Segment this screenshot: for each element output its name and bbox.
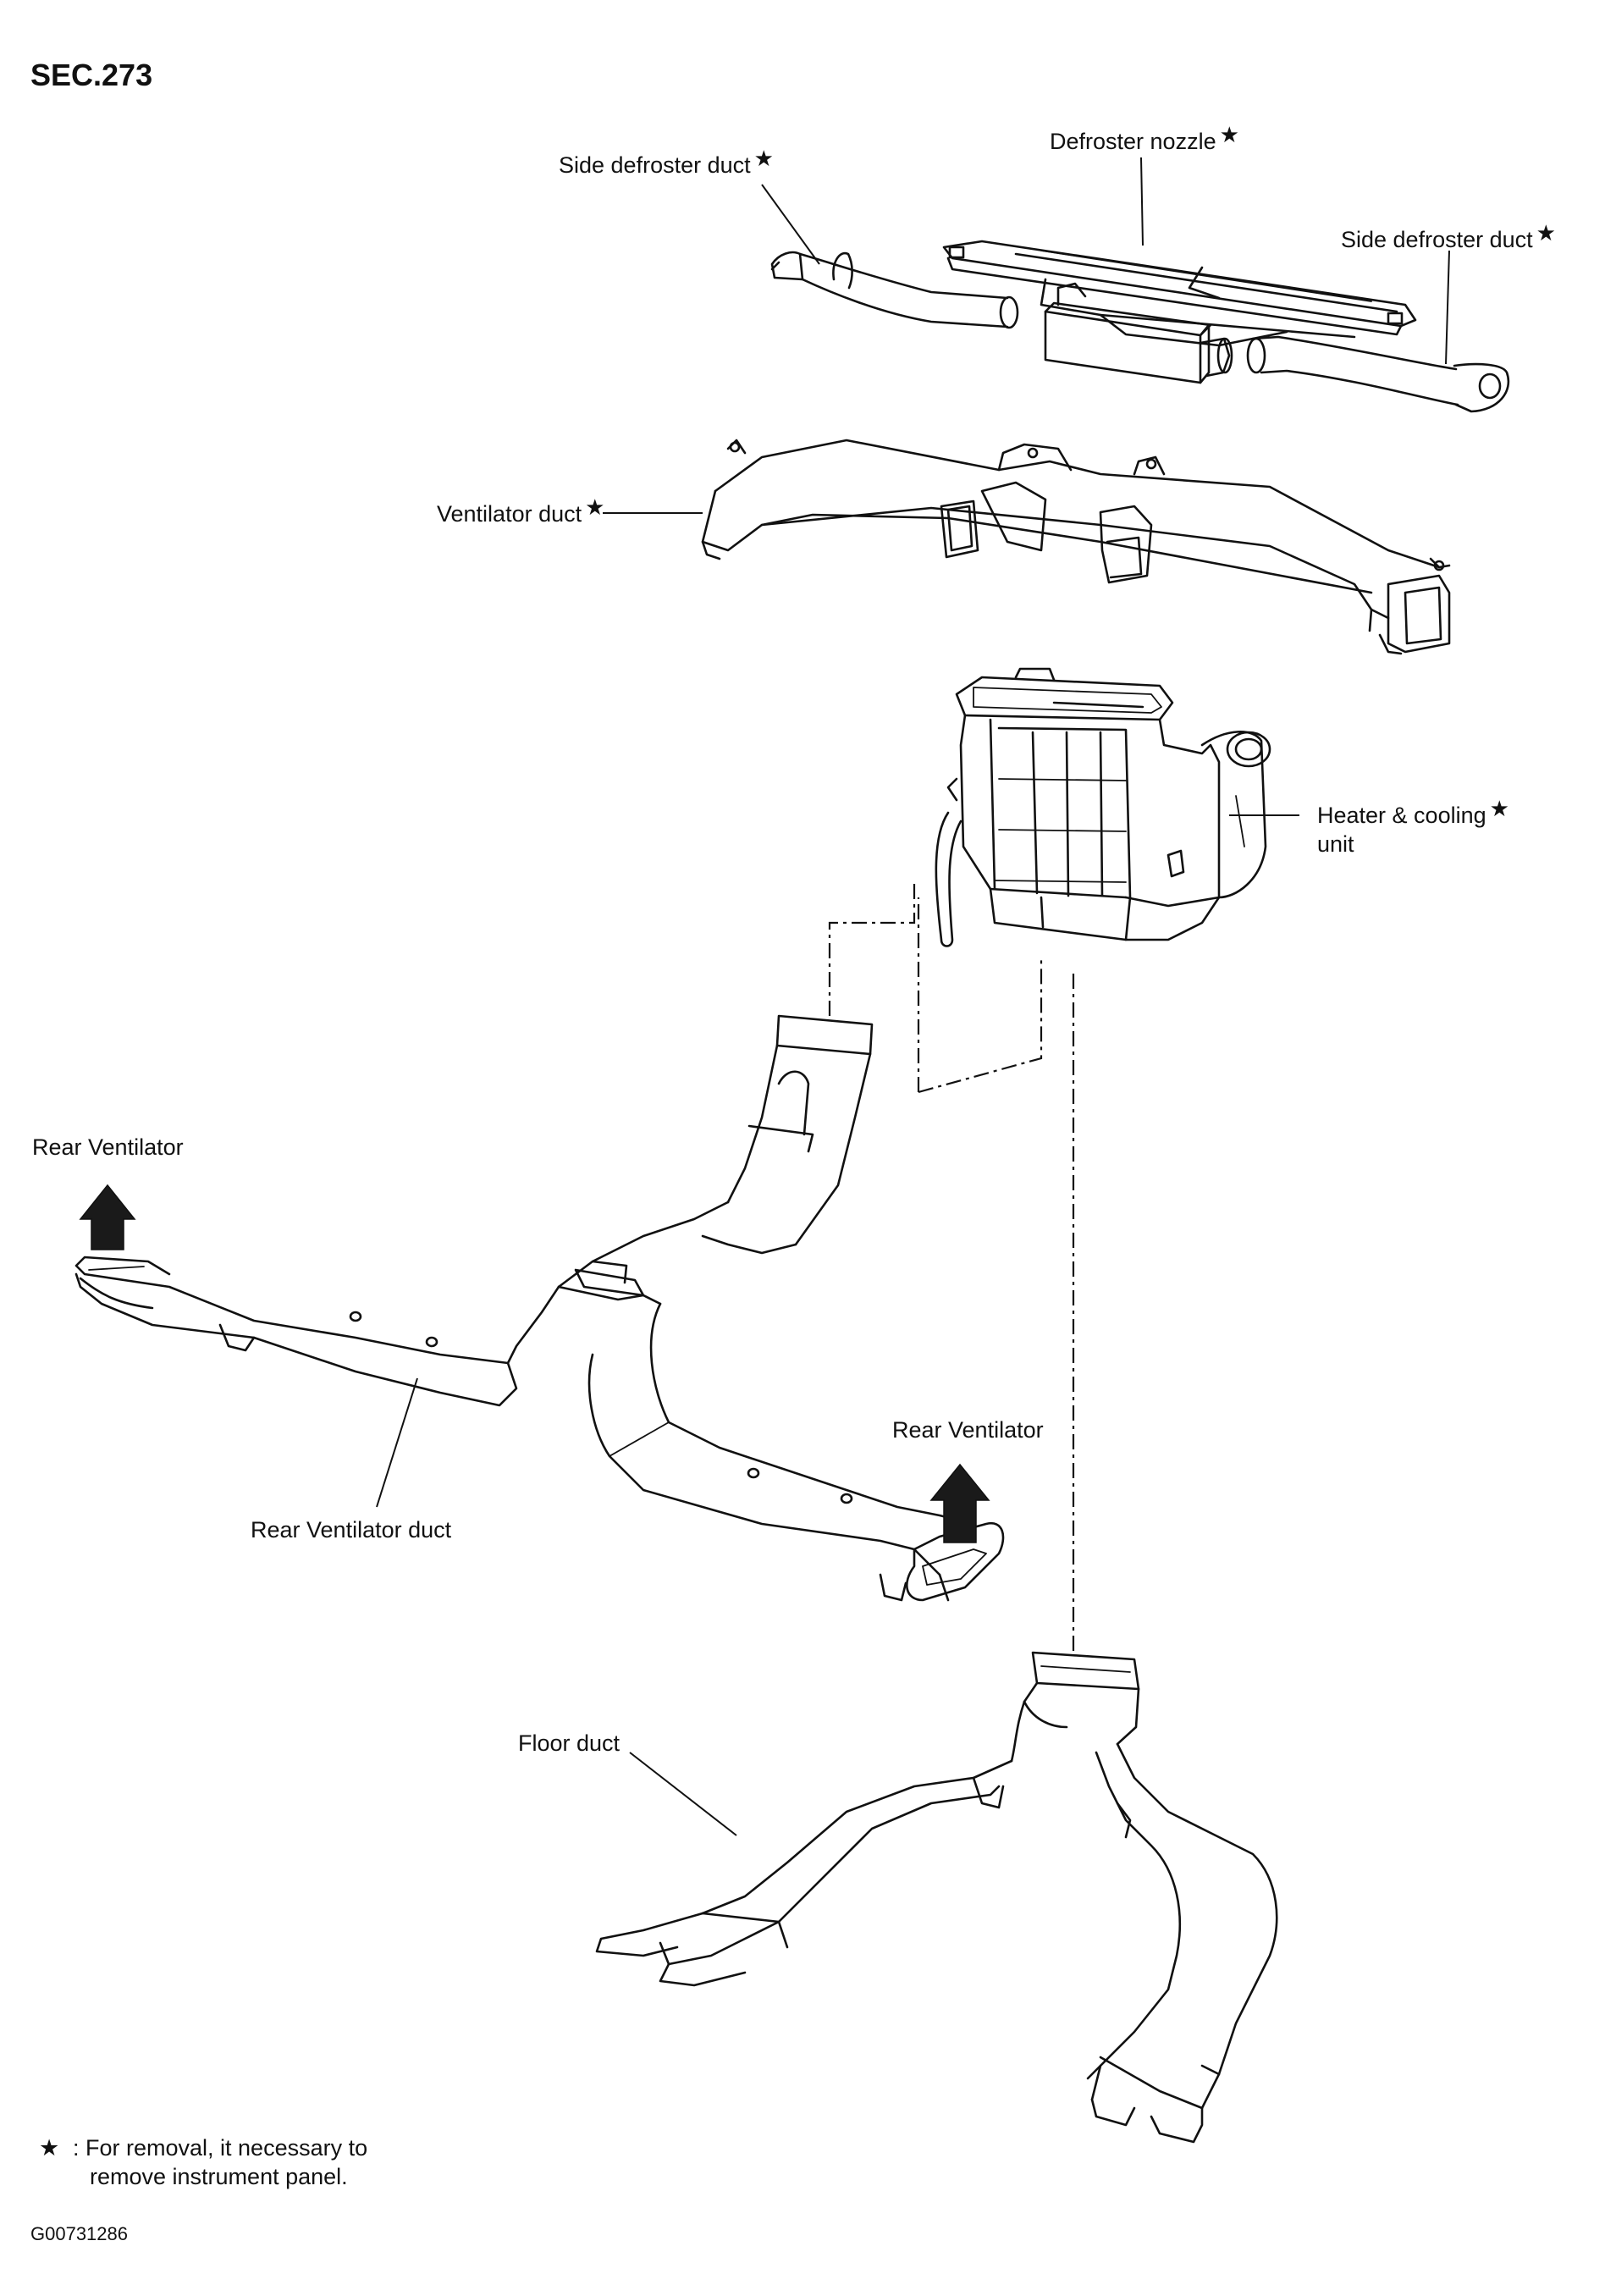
ventilator-duct-part [701, 439, 1451, 655]
label-text: Side defroster duct [1341, 227, 1533, 252]
label-ventilator-duct: Ventilator duct★ [437, 494, 604, 528]
star-marker: ★ [1489, 796, 1509, 821]
heater-cooling-unit-part [935, 667, 1271, 947]
rear-ventilator-duct-part [74, 1014, 1005, 1602]
footnote-line2: remove instrument panel. [90, 2164, 348, 2189]
defroster-nozzle-part [942, 240, 1417, 384]
airflow-arrows [79, 1184, 990, 1543]
star-marker: ★ [1219, 122, 1239, 147]
side-defroster-duct-left-part [770, 251, 1019, 329]
footnote: ★ : For removal, it necessary to remove i… [39, 2133, 367, 2191]
star-marker: ★ [1536, 220, 1556, 246]
star-marker: ★ [753, 146, 774, 171]
label-heater-cooling-unit: Heater & cooling★ unit [1317, 796, 1509, 858]
label-rear-ventilator-left: Rear Ventilator [32, 1134, 184, 1160]
star-marker: ★ [585, 494, 605, 520]
figure-id: G00731286 [30, 2223, 128, 2244]
label-text: Heater & cooling [1317, 803, 1486, 828]
assembly-lines [828, 880, 1075, 1651]
label-text: Side defroster duct [559, 152, 751, 178]
leader-lines [376, 157, 1450, 1836]
label-rear-ventilator-right: Rear Ventilator [892, 1417, 1044, 1443]
label-text-line2: unit [1317, 831, 1354, 857]
side-defroster-duct-right-part [1246, 335, 1510, 413]
label-rear-ventilator-duct: Rear Ventilator duct [251, 1517, 452, 1543]
label-text: Ventilator duct [437, 501, 582, 527]
footnote-star: ★ [39, 2135, 60, 2161]
label-side-defroster-duct-right: Side defroster duct★ [1341, 220, 1556, 254]
floor-duct-part [595, 1651, 1278, 2144]
label-floor-duct: Floor duct [518, 1730, 620, 1756]
footnote-line1: : For removal, it necessary to [73, 2135, 368, 2161]
section-title: SEC.273 [30, 58, 153, 92]
label-defroster-nozzle: Defroster nozzle★ [1050, 122, 1239, 156]
label-side-defroster-duct-left: Side defroster duct★ [559, 146, 774, 179]
label-text: Defroster nozzle [1050, 129, 1216, 154]
